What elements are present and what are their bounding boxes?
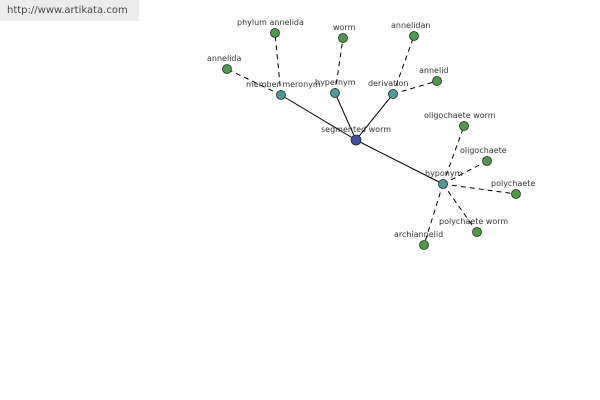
leaf-node-oligochaete[interactable] — [482, 156, 492, 166]
edge-center-derivation — [355, 93, 394, 141]
leaf-node-worm[interactable] — [338, 33, 348, 43]
leaf-label-polychaete[interactable]: polychaete — [491, 179, 535, 188]
edge-derivation-annelidan — [392, 35, 415, 95]
edge-member-meronym-phylum-annelida — [274, 32, 282, 96]
leaf-label-archiannelid[interactable]: archiannelid — [394, 230, 443, 239]
relation-label-member-meronym[interactable]: member meronym — [246, 80, 321, 89]
relation-node-hypernym[interactable] — [330, 88, 340, 98]
site-url-text[interactable]: http://www.artikata.com — [7, 5, 128, 16]
edge-center-hyponym — [355, 139, 444, 185]
edge-hyponym-archiannelid — [423, 183, 444, 246]
leaf-label-phylum-annelida[interactable]: phylum annelida — [237, 18, 304, 27]
edge-hypernym-worm — [334, 37, 344, 94]
edge-hyponym-polychaete-worm — [442, 183, 478, 233]
edge-center-hypernym — [334, 92, 357, 141]
leaf-node-annelida[interactable] — [222, 64, 232, 74]
leaf-label-worm[interactable]: worm — [333, 23, 356, 32]
leaf-node-oligochaete-worm[interactable] — [459, 121, 469, 131]
nodes-layer — [222, 28, 521, 250]
leaf-node-annelidan[interactable] — [409, 31, 419, 41]
edge-hyponym-polychaete — [442, 183, 517, 195]
labels-layer: member meronym annelida phylum annelida hyp… — [207, 18, 535, 239]
relation-node-derivation[interactable] — [388, 89, 398, 99]
edges-layer — [226, 32, 517, 246]
leaf-node-polychaete-worm[interactable] — [472, 227, 482, 237]
leaf-node-archiannelid[interactable] — [419, 240, 429, 250]
center-node-segmented-worm[interactable] — [350, 134, 362, 146]
edge-derivation-annelid — [392, 80, 438, 95]
leaf-node-phylum-annelida[interactable] — [270, 28, 280, 38]
leaf-label-annelidan[interactable]: annelidan — [391, 21, 430, 30]
leaf-label-annelida[interactable]: annelida — [207, 54, 241, 63]
edge-hyponym-oligochaete-worm — [442, 125, 465, 185]
leaf-label-oligochaete[interactable]: oligochaete — [460, 146, 507, 155]
relation-node-member-meronym[interactable] — [276, 90, 286, 100]
leaf-label-oligochaete-worm[interactable]: oligochaete worm — [424, 111, 496, 120]
center-label-segmented-worm[interactable]: segmented worm — [321, 125, 391, 134]
edge-member-meronym-annelida — [226, 68, 282, 96]
leaf-label-annelid[interactable]: annelid — [419, 66, 449, 75]
leaf-label-polychaete-worm[interactable]: polychaete worm — [439, 217, 508, 226]
site-url-banner[interactable]: http://www.artikata.com — [0, 0, 139, 21]
leaf-node-annelid[interactable] — [432, 76, 442, 86]
relation-label-hypernym[interactable]: hypernym — [315, 78, 356, 87]
edge-center-member-meronym — [280, 94, 357, 141]
relation-label-hyponym[interactable]: hyponym — [425, 169, 463, 178]
relation-label-derivation[interactable]: derivation — [368, 79, 408, 88]
relation-node-hyponym[interactable] — [438, 179, 448, 189]
leaf-node-polychaete[interactable] — [511, 189, 521, 199]
